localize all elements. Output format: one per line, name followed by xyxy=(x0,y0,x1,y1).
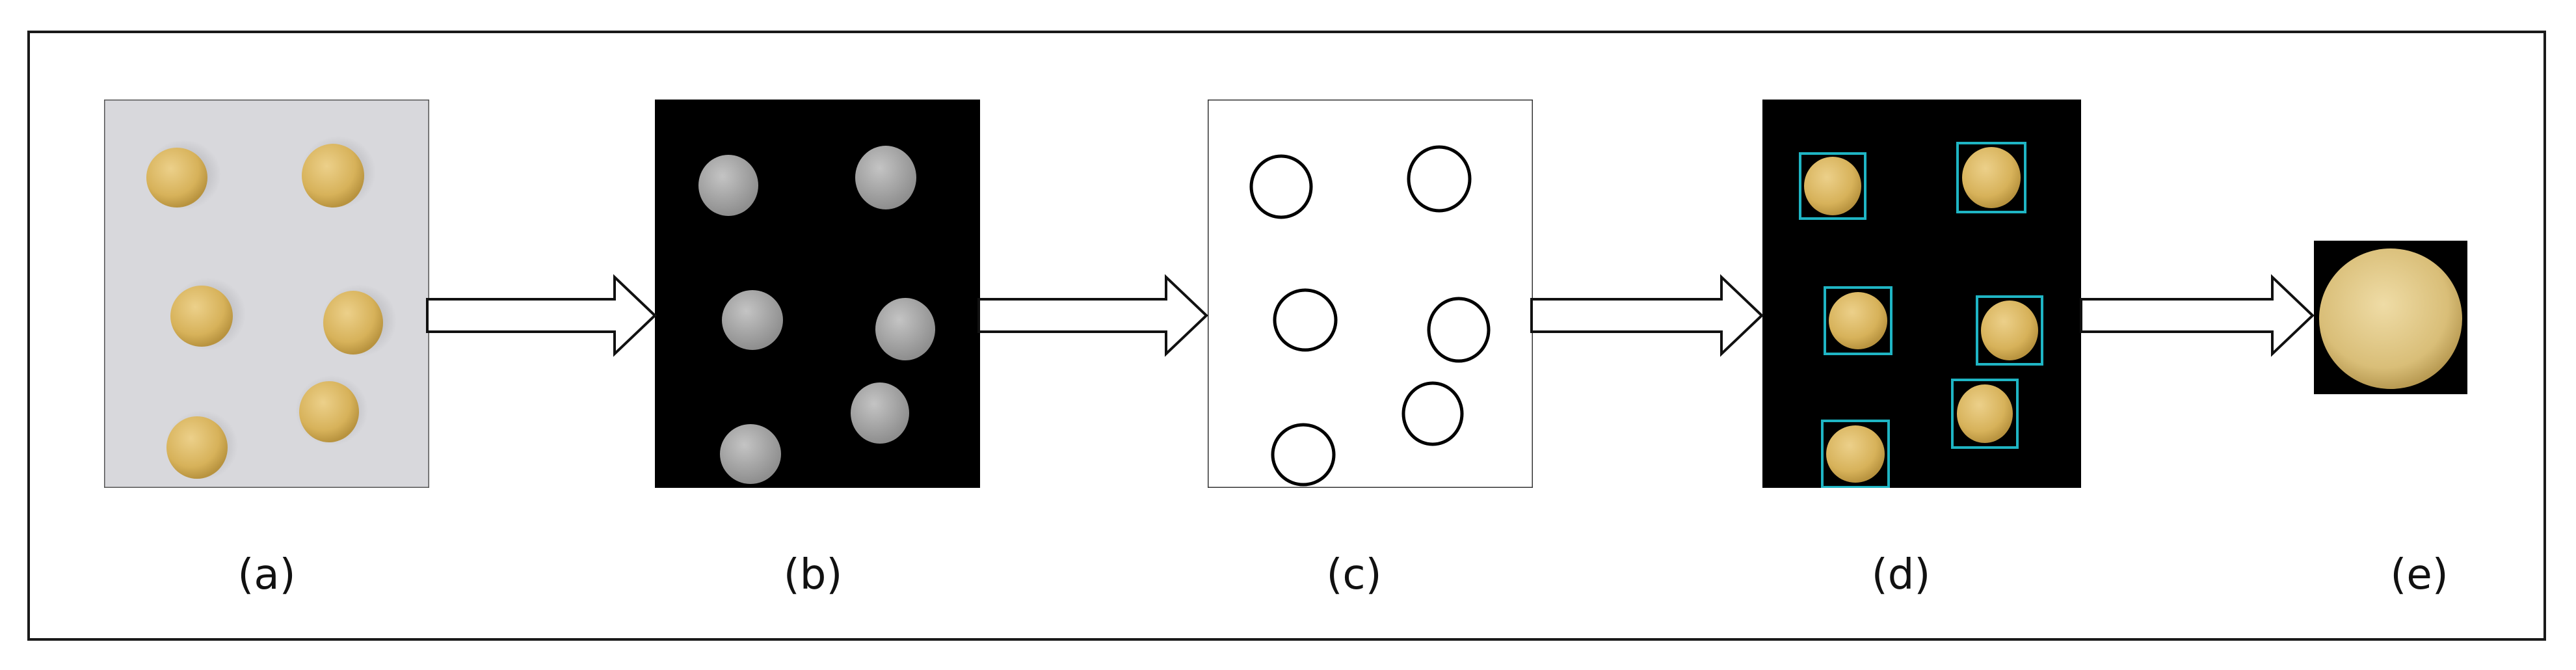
mask-seeds xyxy=(698,146,935,484)
panel-label-d: (d) xyxy=(1871,551,1931,599)
panel-label-b: (b) xyxy=(783,551,843,599)
arrow-d-to-e xyxy=(2080,274,2315,357)
panel-d-detections xyxy=(1762,100,2081,488)
panel-b-mask xyxy=(655,100,980,488)
contour-outlines xyxy=(1249,145,1491,487)
arrow-c-to-d xyxy=(1530,274,1764,357)
photo-seeds xyxy=(146,136,397,481)
panel-label-a: (a) xyxy=(237,551,296,599)
figure-border xyxy=(27,31,2546,641)
panel-c-contours xyxy=(1208,100,1533,488)
arrow-b-to-c xyxy=(977,274,1208,357)
panel-e-cropped-seed xyxy=(2314,241,2467,394)
bounding-boxes xyxy=(1799,142,2043,488)
panel-label-c: (c) xyxy=(1326,551,1382,599)
arrow-a-to-b xyxy=(426,274,657,357)
panel-a-original-photo xyxy=(104,100,429,488)
panel-label-e: (e) xyxy=(2390,551,2449,599)
detected-seeds xyxy=(1804,147,2038,483)
